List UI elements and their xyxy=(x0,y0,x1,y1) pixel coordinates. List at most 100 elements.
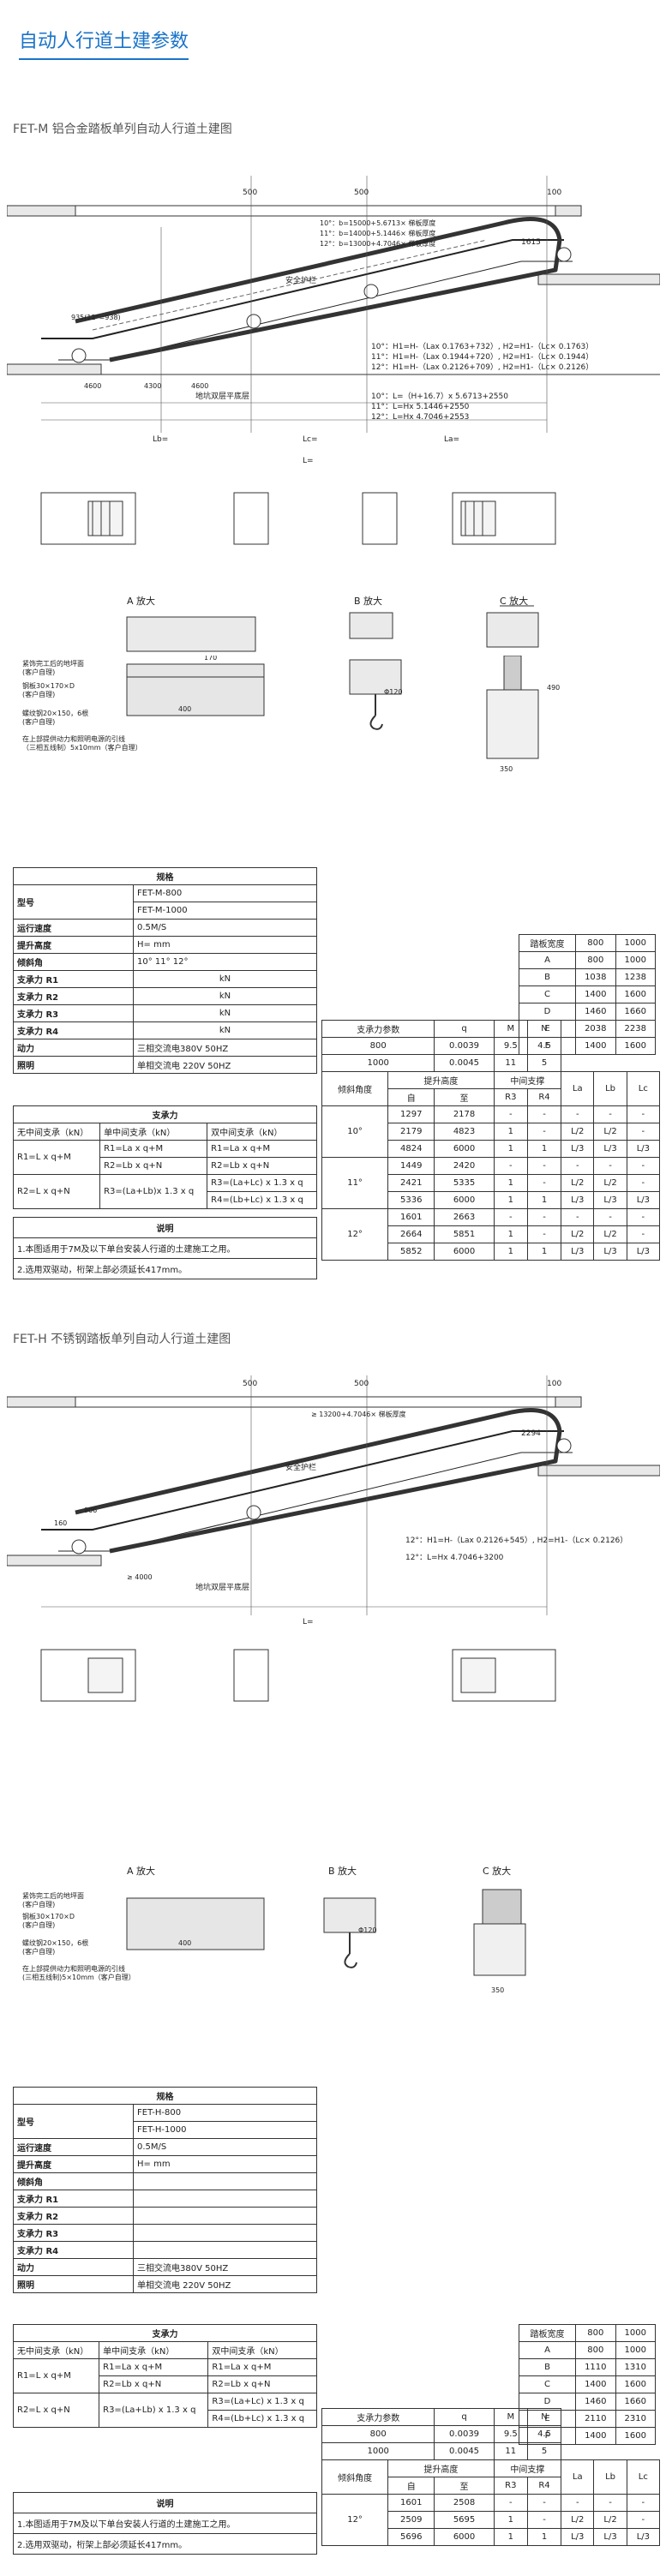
main-cell: L/3 xyxy=(626,1243,661,1261)
angle-cell: 10° xyxy=(321,1105,389,1158)
detail-a-title: A 放大 xyxy=(127,1865,155,1877)
dim-cell: C xyxy=(518,985,577,1003)
support-cell: 0.0039 xyxy=(434,1037,495,1055)
angle-cell: 12° xyxy=(321,1208,389,1261)
detail-dim-phi120: Φ120 xyxy=(384,688,403,696)
spec-value: kN xyxy=(133,970,317,988)
spec-label: 照明 xyxy=(13,1056,134,1074)
dim-cell: 1600 xyxy=(615,2427,657,2445)
dim-cell: 1238 xyxy=(615,968,657,986)
main-header: La xyxy=(561,2459,595,2495)
main-subheader: 至 xyxy=(434,1088,495,1106)
detail-label-power-note: （三相五线制）5x10mm（客户自理） xyxy=(22,743,142,752)
formula-h-10: 10°：H1=H-（Lax 0.1763+732）, H2=H1-（Lc× 0.… xyxy=(371,342,593,351)
main-cell: - xyxy=(593,1157,627,1175)
main-header: 提升高度 xyxy=(387,2459,495,2477)
dim-top-3: 100 xyxy=(547,1380,561,1388)
spec-caption: 规格 xyxy=(13,2087,317,2105)
load-header: 无中间支承（kN） xyxy=(12,2341,100,2359)
spec-value xyxy=(133,2224,317,2242)
load-caption: 支承力 xyxy=(13,2324,317,2342)
detail-dim-400: 400 xyxy=(178,1939,191,1947)
support-header: N xyxy=(526,1020,562,1038)
main-header: Lb xyxy=(593,2459,627,2495)
formula-h-12: 12°：H1=H-（Lax 0.2126+545）, H2=H1-（Lc× 0.… xyxy=(405,1536,627,1545)
main-header: Lb xyxy=(593,1071,627,1106)
load-header: 单中间支承（kN） xyxy=(99,2341,209,2359)
note-line: 1.本图适用于7M及以下单台安装人行道的土建施工之用。 xyxy=(13,2513,317,2534)
elevation-drawing-fet-m: 500 500 100 10°：b=15000+5.6713× 梯板厚度 11°… xyxy=(7,176,660,656)
main-cell: - xyxy=(526,1123,562,1141)
main-cell: L/2 xyxy=(593,1123,627,1141)
dim-cell: 1600 xyxy=(615,985,657,1003)
support-cell: 800 xyxy=(321,2425,435,2443)
main-cell: 1 xyxy=(493,1174,528,1192)
dim-cell: A xyxy=(518,2341,577,2359)
main-subheader: R4 xyxy=(526,1088,562,1106)
main-table-fet-m: 支承力参数 q M N 800 0.0039 9.5 4.5 1000 0.00… xyxy=(321,1020,661,1261)
load-cell: R2=L x q+N xyxy=(12,1174,101,1209)
spec-value: FET-H-1000 xyxy=(133,2121,317,2139)
spec-value: 三相交流电380V 50HZ xyxy=(133,1039,317,1057)
label-la: La= xyxy=(444,435,459,444)
pit-plan-views xyxy=(40,492,556,545)
dim-top-3: 100 xyxy=(547,189,561,197)
elevation-svg: 500 500 100 10°：b=15000+5.6713× 梯板厚度 11°… xyxy=(7,176,660,652)
spec-label: 运行速度 xyxy=(13,2138,134,2156)
main-header: La xyxy=(561,1071,595,1106)
main-cell: 1 xyxy=(493,1140,528,1158)
main-cell: 5335 xyxy=(434,1174,495,1192)
main-cell: 5695 xyxy=(434,2511,495,2529)
label-4000: ≥ 4000 xyxy=(127,1573,153,1581)
detail-label-floor: 紧饰完工后的地坪面 xyxy=(22,1891,84,1900)
main-cell: 1449 xyxy=(387,1157,435,1175)
main-header: 中间支撑 xyxy=(493,2459,562,2477)
spec-value xyxy=(133,2190,317,2208)
detail-label-floor: 紧饰完工后的地坪面 xyxy=(22,659,84,668)
main-cell: - xyxy=(493,1105,528,1123)
main-header: Lc xyxy=(626,1071,661,1106)
load-cell: R3=(La+Lc) x 1.3 x q xyxy=(207,1174,317,1192)
dim-header: 800 xyxy=(575,2324,616,2342)
main-cell: L/2 xyxy=(593,1174,627,1192)
detail-b-title: B 放大 xyxy=(328,1865,357,1877)
label-4300: 4300 xyxy=(144,382,161,390)
main-cell: L/3 xyxy=(593,1191,627,1209)
main-subheader: 自 xyxy=(387,2477,435,2495)
load-cell: R2=Lb x q+N xyxy=(99,1157,208,1175)
label-4600a: 4600 xyxy=(84,382,101,390)
detail-svg: 紧饰完工后的地坪面 (客户自理) 钢板30×170×D (客户自理) 螺纹钢20… xyxy=(22,656,560,773)
note-caption: 说明 xyxy=(13,2492,317,2513)
spec-value: H= mm xyxy=(133,936,317,954)
main-cell: 6000 xyxy=(434,2528,495,2546)
main-subheader: R3 xyxy=(493,2477,528,2495)
label-pit: 地坑双层平底层 xyxy=(195,391,249,401)
dim-top-2: 500 xyxy=(354,1380,369,1388)
dim-header: 踏板宽度 xyxy=(518,2324,577,2342)
detail-label-power: 在上部提供动力和照明电源的引线 xyxy=(22,734,125,743)
main-cell: 2421 xyxy=(387,1174,435,1192)
main-cell: - xyxy=(626,2494,661,2512)
detail-dim-490: 490 xyxy=(547,684,560,692)
support-cell: 9.5 xyxy=(493,2425,528,2443)
spec-label: 倾斜角 xyxy=(13,953,134,971)
main-cell: 5336 xyxy=(387,1191,435,1209)
spec-value: FET-H-800 xyxy=(133,2104,317,2122)
load-cell: R1=La x q+M xyxy=(207,2358,317,2376)
main-cell: L/3 xyxy=(626,1140,661,1158)
support-cell: 1000 xyxy=(321,2442,435,2460)
main-cell: 2508 xyxy=(434,2494,495,2512)
detail-dim-400: 400 xyxy=(178,705,191,713)
dim-cell: 1600 xyxy=(615,2375,657,2393)
detail-label-floor-note: (客户自理) xyxy=(22,668,55,676)
main-cell: 4823 xyxy=(434,1123,495,1141)
note-caption: 说明 xyxy=(13,1217,317,1238)
main-cell: L/2 xyxy=(593,2511,627,2529)
detail-label-plate: 钢板30×170×D xyxy=(22,1912,75,1920)
support-header: 支承力参数 xyxy=(321,1020,435,1038)
label-pit: 地坑双层平底层 xyxy=(195,1582,249,1592)
main-cell: - xyxy=(561,1157,595,1175)
page-header: 自动人行道土建参数 xyxy=(19,17,233,62)
